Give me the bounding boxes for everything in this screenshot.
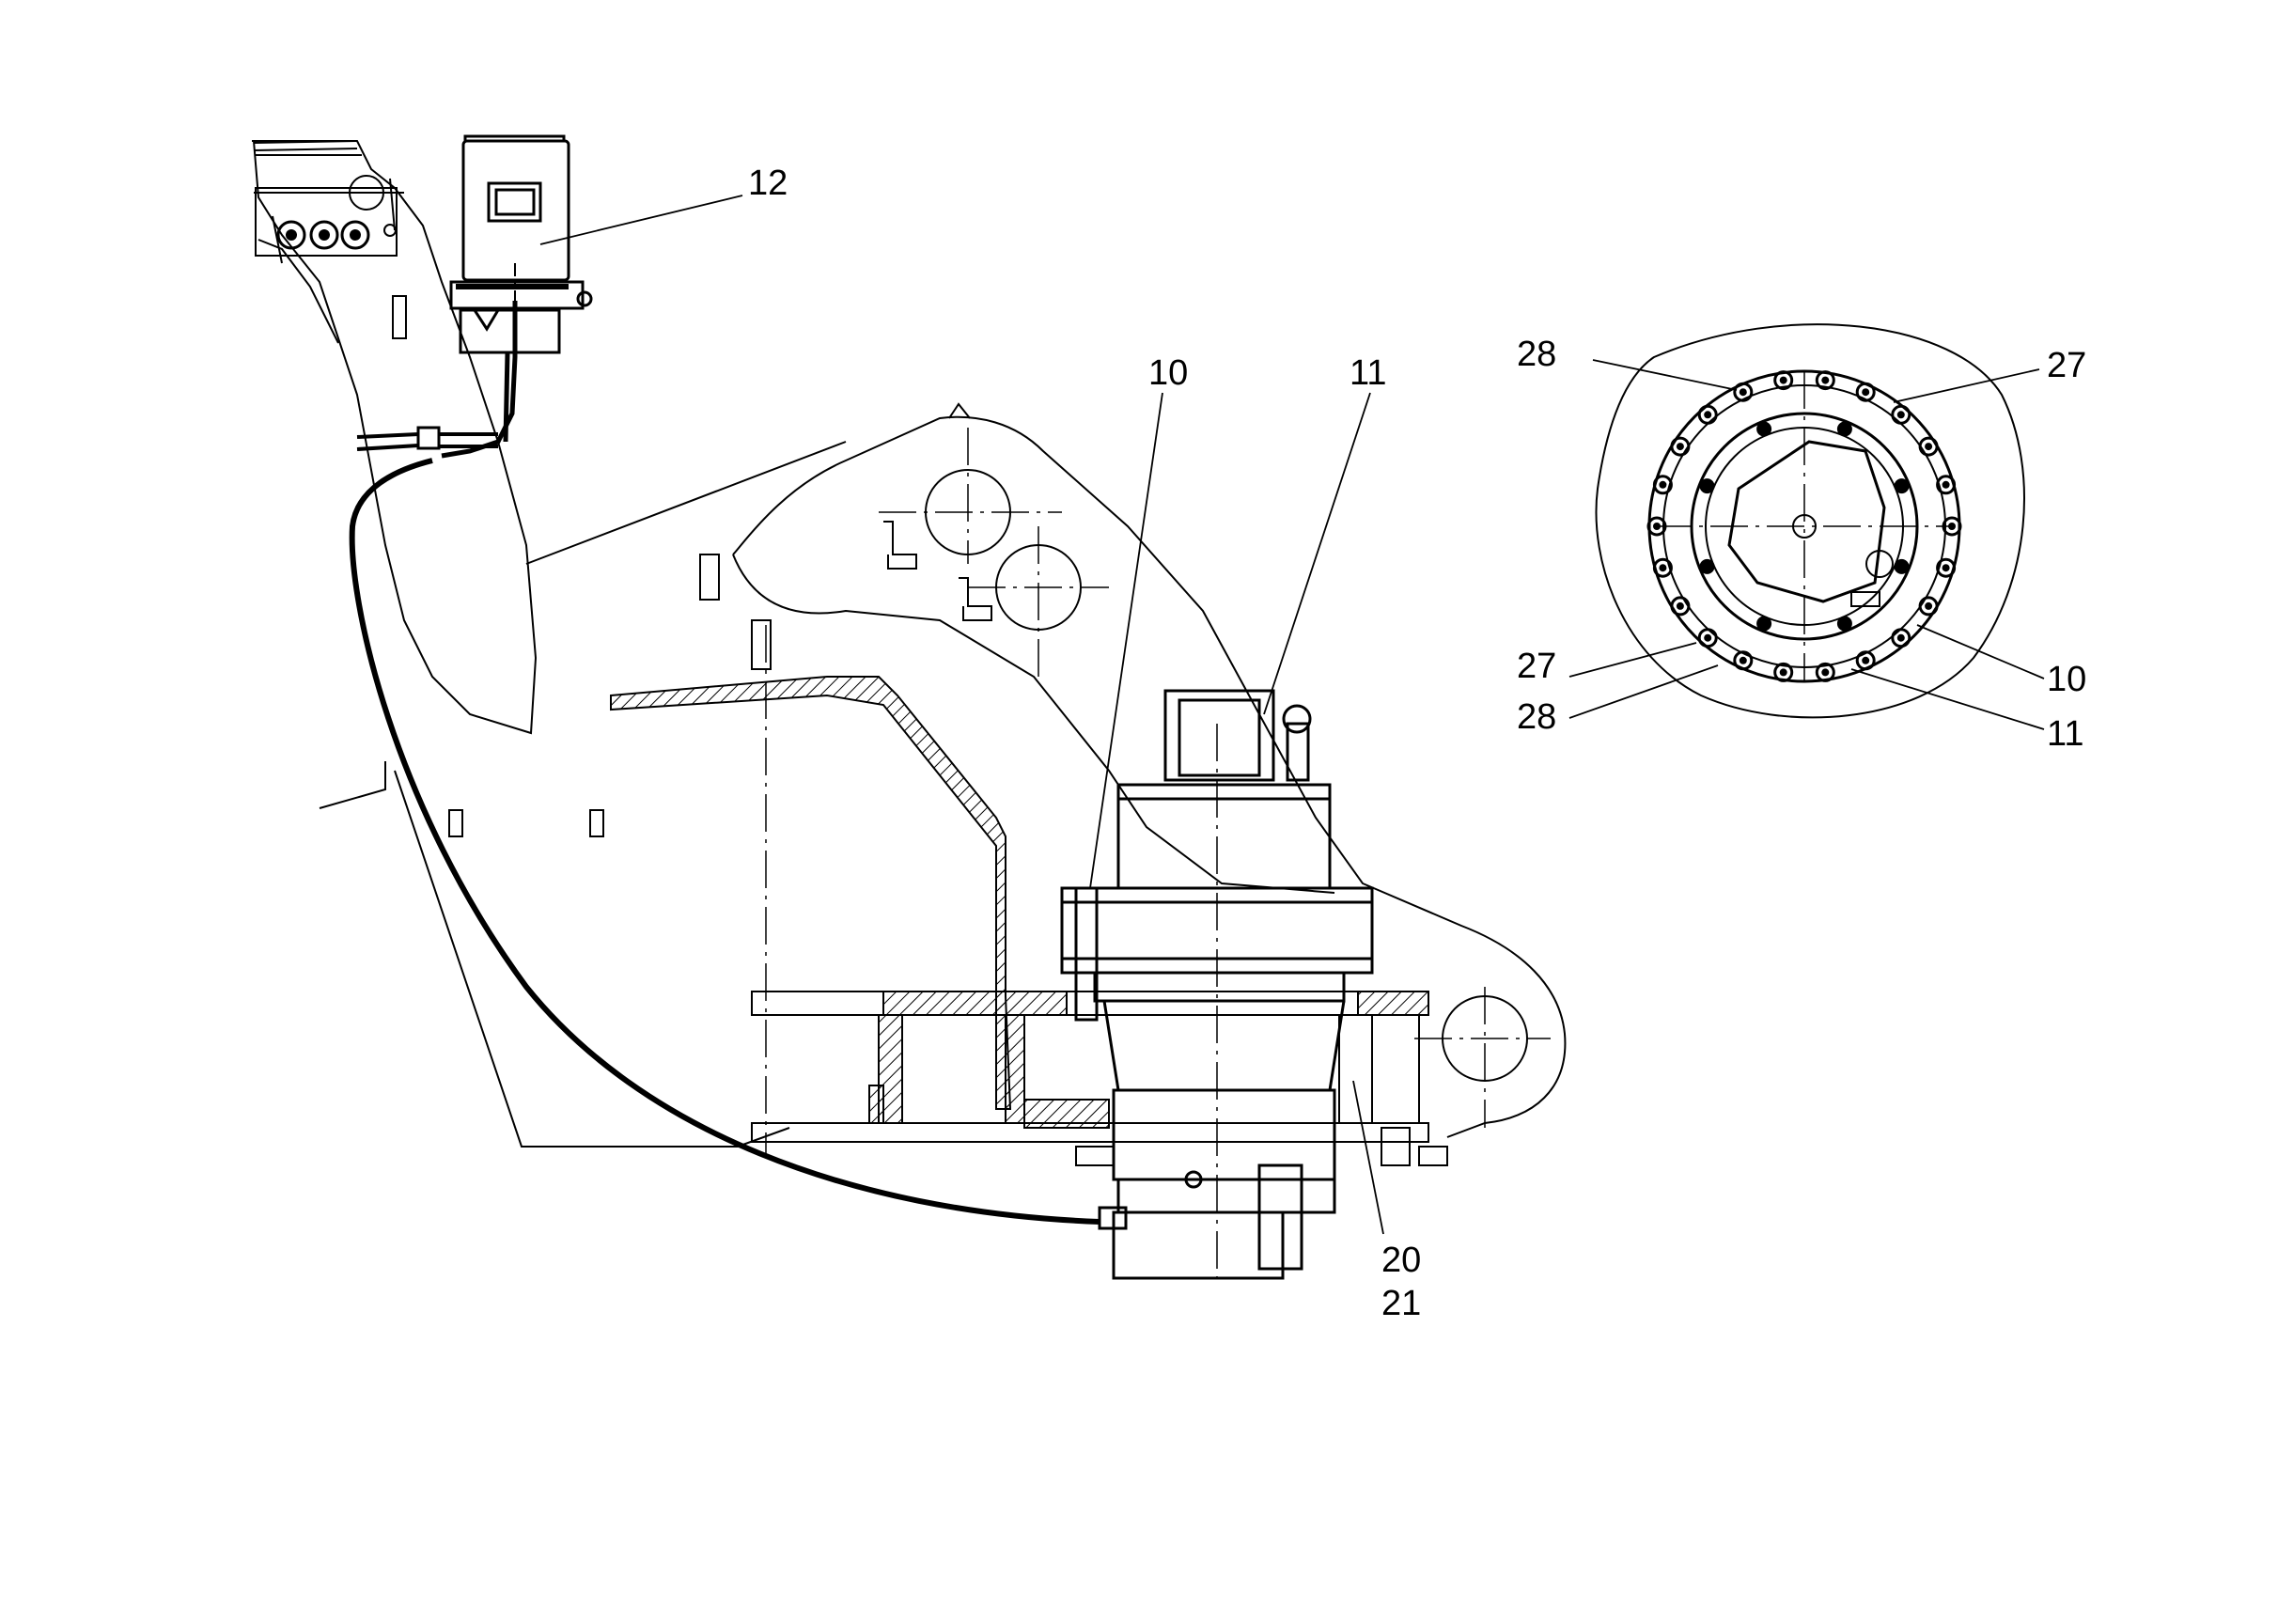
detail-bolt-center [1942,480,1950,489]
detail-bolt-center [1862,656,1870,664]
detail-bolt [1891,404,1911,425]
detail-bolt-center [1676,443,1684,451]
detail-bolt [1652,557,1673,578]
detail-bolt-center [1739,656,1747,664]
detail-bolt-center [1653,523,1661,530]
callout-12: 12 [748,164,788,203]
center-lines [765,428,1551,1278]
sloped-plate [610,676,1012,1110]
detail-bolt-center [1862,388,1870,397]
callout-10-main: 10 [1148,353,1189,393]
detail-bolt-center [1821,376,1830,384]
top-rail [253,140,398,257]
detail-bolt-center [1659,480,1667,489]
detail-bolt-center [1942,564,1950,572]
motor-12 [449,134,593,357]
leader-lines [539,195,2045,1235]
detail-inner-bolt [1836,616,1852,632]
detail-bolt [1652,475,1673,495]
triangular-bracket [732,402,1567,1138]
detail-inner-bolt [1894,478,1910,494]
callout-28-top: 28 [1517,335,1557,374]
detail-bolt [1815,370,1835,391]
detail-bolt [1697,404,1718,425]
detail-bolt [1670,436,1691,457]
detail-bolt [1855,650,1876,671]
callout-10-detail: 10 [2047,660,2087,699]
detail-bolt [1733,650,1754,671]
detail-bolt-center [1779,668,1787,677]
detail-bolt [1855,382,1876,402]
detail-bolt-center [1676,601,1684,610]
frame-arm [252,140,847,1148]
detail-bolt [1815,662,1835,682]
detail-bolt [1918,596,1939,617]
base-plates [751,991,1448,1166]
detail-bolts [1646,370,1962,682]
detail-bolt [1646,516,1667,537]
detail-bolt [1918,436,1939,457]
detail-bolt-center [1659,564,1667,572]
detail-bolt-center [1704,633,1712,642]
detail-bolt-center [1925,601,1933,610]
detail-bolt-center [1925,443,1933,451]
detail-bolt-center [1896,411,1905,419]
triangle-brackets [883,521,992,621]
detail-inner-bolt [1699,558,1715,574]
detail-bolt-center [1704,411,1712,419]
callout-28-bottom: 28 [1517,697,1557,737]
arm-bolts [276,220,397,250]
pivot-holes [925,469,1528,1082]
detail-bolt [1936,475,1957,495]
callout-27-top: 27 [2047,346,2087,385]
callout-21: 21 [1381,1284,1422,1323]
hydraulic-hose [349,301,1128,1230]
detail-bolt [1891,628,1911,648]
detail-bolt [1670,596,1691,617]
gearbox [1060,689,1374,1280]
detail-inner-bolt [1699,478,1715,494]
detail-bolt-center [1739,388,1747,397]
detail-inner-bolt [1756,421,1772,437]
callout-20: 20 [1381,1241,1422,1280]
detail-bolt-center [1821,668,1830,677]
detail-inner-bolt [1756,616,1772,632]
callout-27-bottom: 27 [1517,647,1557,686]
detail-bolt-center [1948,523,1956,530]
detail-bolt [1942,516,1962,537]
detail-bolt [1733,382,1754,402]
detail-bolt [1773,370,1794,391]
detail-bolt [1697,628,1718,648]
arm-brackets [392,295,772,837]
detail-bolt [1773,662,1794,682]
callout-11-detail: 11 [2047,714,2084,754]
detail-bolt [1936,557,1957,578]
detail-inner-bolt [1894,558,1910,574]
detail-inner-bolt [1836,421,1852,437]
callout-11-main: 11 [1350,353,1387,393]
detail-bolt-center [1896,633,1905,642]
detail-bolt-center [1779,376,1787,384]
